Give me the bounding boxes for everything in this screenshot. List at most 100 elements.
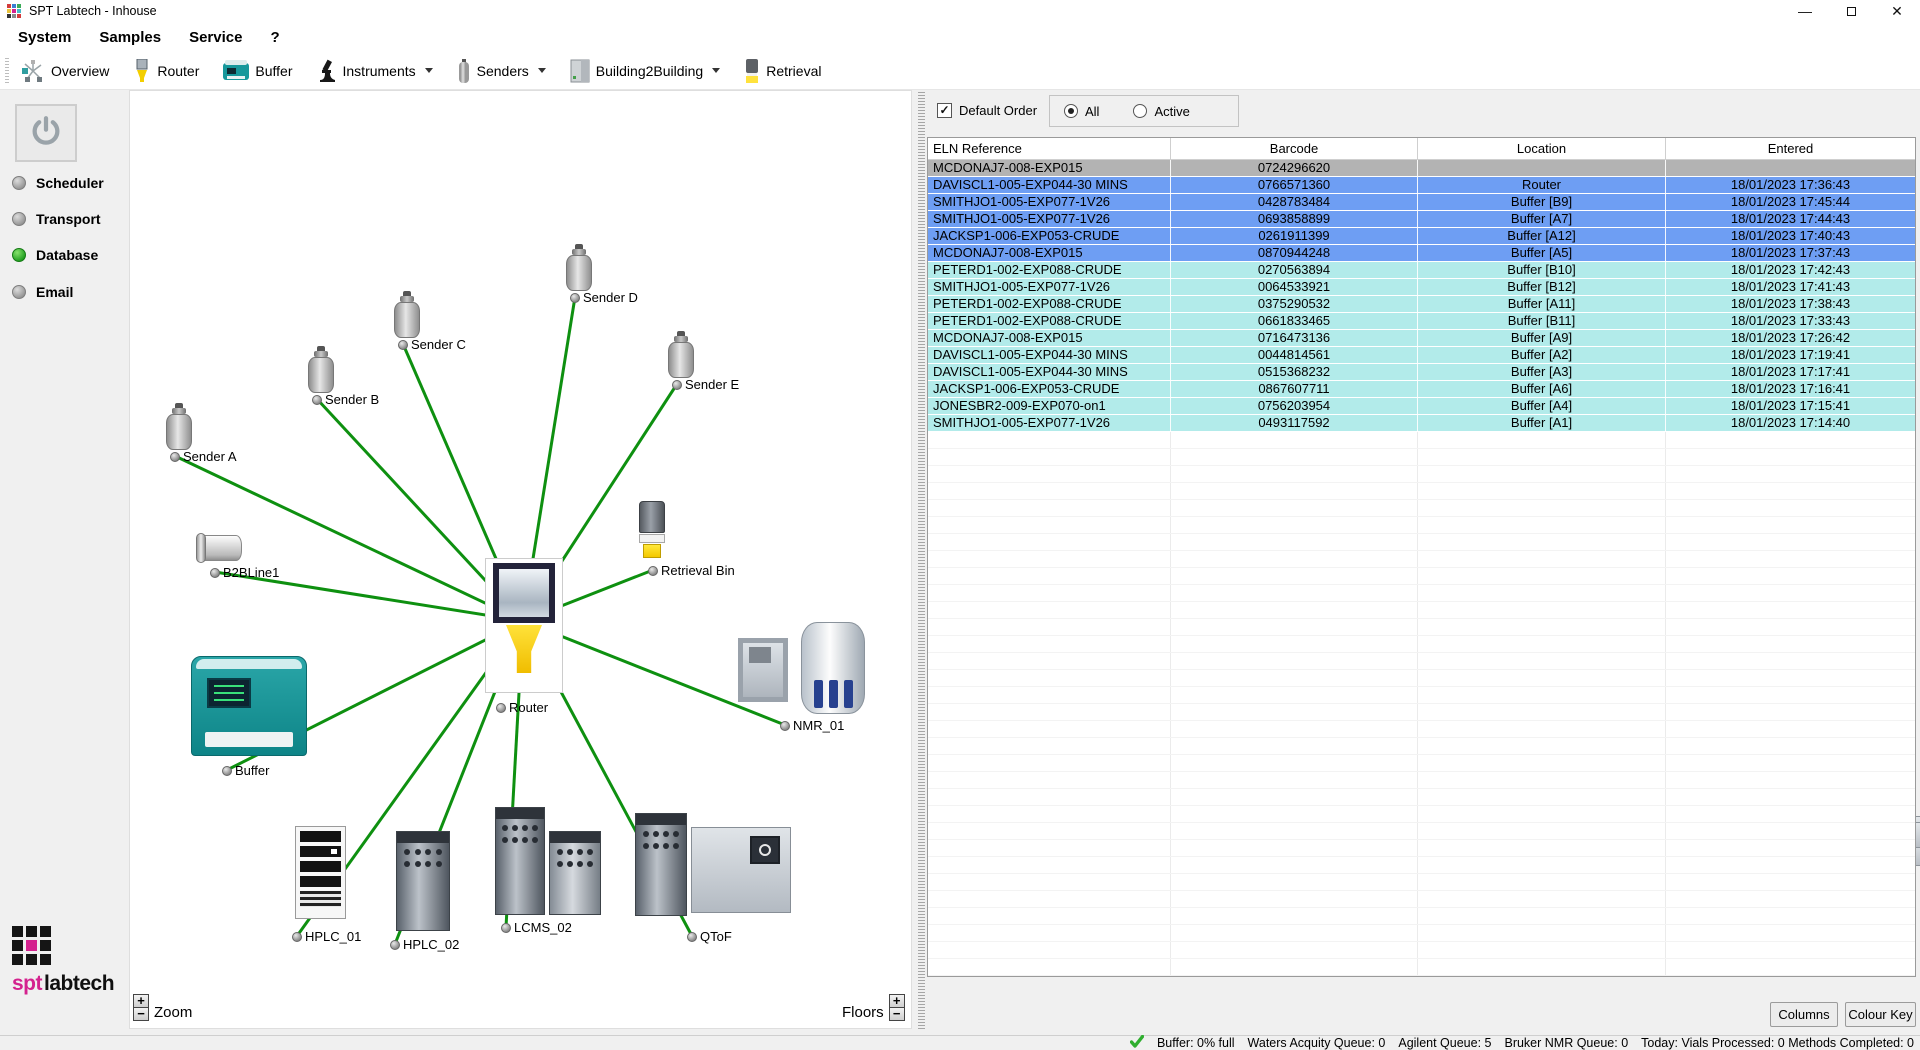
table-row[interactable] (928, 687, 1915, 704)
building2building-dropdown-icon[interactable] (712, 68, 721, 73)
radio-active-option[interactable]: Active (1133, 104, 1190, 119)
table-row[interactable] (928, 806, 1915, 823)
floor-down-button[interactable]: − (888, 1007, 905, 1021)
minimize-button[interactable]: — (1782, 0, 1828, 22)
table-row[interactable] (928, 670, 1915, 687)
menu-system[interactable]: System (18, 28, 72, 46)
radio-all[interactable] (1064, 104, 1078, 118)
table-row[interactable] (928, 585, 1915, 602)
table-row[interactable] (928, 704, 1915, 721)
node-hplc-02[interactable] (396, 831, 1920, 931)
colour-key-button[interactable]: Colour Key (1845, 1002, 1916, 1027)
table-row[interactable] (928, 908, 1915, 925)
table-row[interactable]: DAVISCL1-005-EXP044-30 MINS 0766571360 R… (928, 177, 1915, 194)
column-header-location[interactable]: Location (1418, 138, 1666, 159)
table-row[interactable] (928, 755, 1915, 772)
senders-dropdown-icon[interactable] (537, 68, 546, 73)
close-button[interactable]: ✕ (1874, 0, 1920, 22)
node-router[interactable] (485, 558, 563, 693)
toolbar-senders[interactable]: Senders (457, 58, 546, 83)
table-row[interactable] (928, 551, 1915, 568)
table-row[interactable]: SMITHJO1-005-EXP077-1V26 0428783484 Buff… (928, 194, 1915, 211)
radio-all-option[interactable]: All (1064, 104, 1099, 119)
table-row[interactable]: MCDONAJ7-008-EXP015 0716473136 Buffer [A… (928, 330, 1915, 347)
node-sender-c[interactable] (391, 291, 423, 339)
table-row[interactable]: PETERD1-002-EXP088-CRUDE 0270563894 Buff… (928, 262, 1915, 279)
table-row[interactable] (928, 789, 1915, 806)
table-row[interactable] (928, 517, 1915, 534)
table-row[interactable]: JACKSP1-006-EXP053-CRUDE 0867607711 Buff… (928, 381, 1915, 398)
menu-samples[interactable]: Samples (99, 28, 162, 46)
menu-service[interactable]: Service (189, 28, 243, 46)
toolbar-router[interactable]: Router (133, 58, 199, 83)
table-row[interactable] (928, 891, 1915, 908)
table-row[interactable]: MCDONAJ7-008-EXP015 0724296620 (928, 160, 1915, 177)
node-label-router[interactable]: Router (496, 701, 548, 714)
node-label-buffer[interactable]: Buffer (222, 764, 269, 777)
node-label-qtof[interactable]: QToF (687, 930, 732, 943)
maximize-button[interactable] (1828, 0, 1874, 22)
node-label-sender-e[interactable]: Sender E (672, 378, 739, 391)
columns-button[interactable]: Columns (1770, 1002, 1838, 1027)
table-row[interactable] (928, 942, 1915, 959)
table-row[interactable] (928, 602, 1915, 619)
column-header-eln-reference[interactable]: ELN Reference (928, 138, 1171, 159)
node-hplc-01[interactable] (295, 826, 346, 919)
table-row[interactable] (928, 721, 1915, 738)
table-row[interactable] (928, 738, 1915, 755)
node-sender-b[interactable] (305, 346, 337, 394)
toolbar-building2building[interactable]: Building2Building (570, 59, 721, 83)
default-order-option[interactable]: ✓ Default Order (937, 103, 1037, 118)
node-sender-a[interactable] (163, 403, 195, 451)
default-order-checkbox[interactable]: ✓ (937, 103, 952, 118)
node-retrieval-bin[interactable] (638, 501, 666, 563)
table-row[interactable]: JACKSP1-006-EXP053-CRUDE 0261911399 Buff… (928, 228, 1915, 245)
toolbar-buffer[interactable]: Buffer (223, 60, 293, 81)
radio-active[interactable] (1133, 104, 1148, 118)
node-nmr-01[interactable] (738, 622, 873, 718)
node-label-hplc-01[interactable]: HPLC_01 (292, 930, 361, 943)
table-row[interactable] (928, 653, 1915, 670)
toolbar-instruments[interactable]: Instruments (317, 59, 433, 83)
node-label-hplc-02[interactable]: HPLC_02 (390, 938, 459, 951)
table-row[interactable]: PETERD1-002-EXP088-CRUDE 0375290532 Buff… (928, 296, 1915, 313)
column-header-entered[interactable]: Entered (1767, 141, 1814, 156)
table-row[interactable] (928, 772, 1915, 789)
node-label-lcms-02[interactable]: LCMS_02 (501, 921, 572, 934)
table-row[interactable] (928, 959, 1915, 976)
table-row[interactable]: JONESBR2-009-EXP070-on1 0756203954 Buffe… (928, 398, 1915, 415)
node-label-sender-c[interactable]: Sender C (398, 338, 466, 351)
node-buffer[interactable] (191, 656, 307, 756)
table-row[interactable]: SMITHJO1-005-EXP077-1V26 0693858899 Buff… (928, 211, 1915, 228)
node-label-sender-b[interactable]: Sender B (312, 393, 379, 406)
node-sender-e[interactable] (665, 331, 697, 379)
table-row[interactable] (928, 840, 1915, 857)
table-row[interactable] (928, 619, 1915, 636)
table-row[interactable] (928, 449, 1915, 466)
table-row[interactable] (928, 857, 1915, 874)
table-row[interactable] (928, 874, 1915, 891)
node-label-nmr-01[interactable]: NMR_01 (780, 719, 844, 732)
table-row[interactable]: DAVISCL1-005-EXP044-30 MINS 0515368232 B… (928, 364, 1915, 381)
table-row[interactable] (928, 925, 1915, 942)
table-row[interactable] (928, 432, 1915, 449)
table-row[interactable] (928, 500, 1915, 517)
node-label-sender-a[interactable]: Sender A (170, 450, 237, 463)
node-lcms-02[interactable] (495, 807, 1920, 917)
table-row[interactable]: SMITHJO1-005-EXP077-1V26 0064533921 Buff… (928, 279, 1915, 296)
toolbar-overview[interactable]: Overview (21, 59, 109, 82)
table-row[interactable] (928, 483, 1915, 500)
power-button[interactable] (15, 104, 77, 162)
table-row[interactable] (928, 568, 1915, 585)
table-row[interactable] (928, 636, 1915, 653)
node-label-retrieval-bin[interactable]: Retrieval Bin (648, 564, 735, 577)
panel-splitter[interactable] (918, 90, 925, 1029)
node-sender-d[interactable] (563, 244, 595, 292)
menu-help[interactable]: ? (270, 28, 280, 46)
table-row[interactable] (928, 466, 1915, 483)
table-row[interactable]: DAVISCL1-005-EXP044-30 MINS 0044814561 B… (928, 347, 1915, 364)
table-row[interactable] (928, 823, 1915, 840)
diagram-canvas[interactable]: Sender A Sender B Sender C Sender D Send… (129, 90, 1920, 1029)
table-row[interactable]: PETERD1-002-EXP088-CRUDE 0661833465 Buff… (928, 313, 1915, 330)
instruments-dropdown-icon[interactable] (424, 68, 433, 73)
